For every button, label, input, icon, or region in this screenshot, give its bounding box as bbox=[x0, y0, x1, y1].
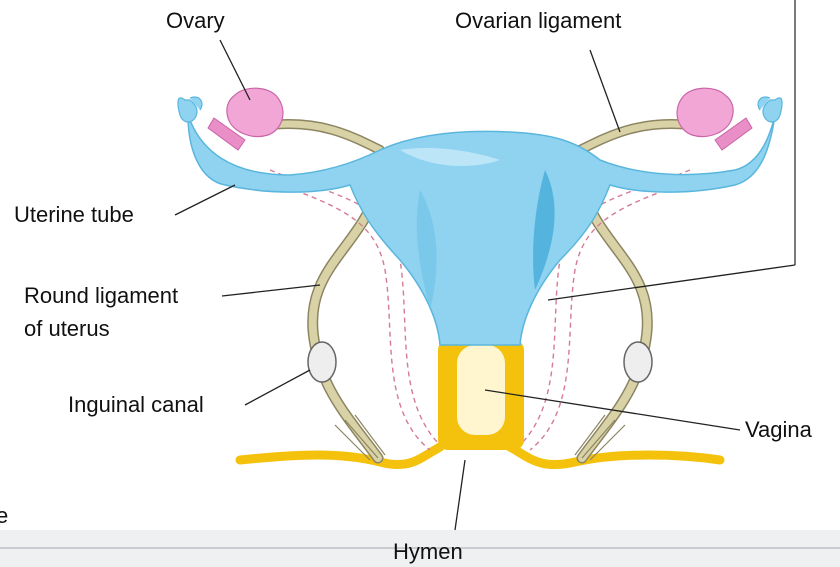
inguinal-canal-right bbox=[624, 342, 652, 382]
label-vagina: Vagina bbox=[745, 417, 813, 442]
fimbriae-right bbox=[758, 97, 782, 122]
ovary-right bbox=[677, 88, 752, 150]
inguinal-canal-left bbox=[308, 342, 336, 382]
label-round-ligament-2: of uterus bbox=[24, 316, 110, 341]
label-uterine-tube: Uterine tube bbox=[14, 202, 134, 227]
label-ovarian-ligament: Ovarian ligament bbox=[455, 8, 621, 33]
vagina-tube bbox=[438, 340, 524, 450]
ovary-left bbox=[208, 88, 283, 150]
fimbriae-left bbox=[178, 97, 202, 122]
label-inguinal-canal: Inguinal canal bbox=[68, 392, 204, 417]
label-ovary: Ovary bbox=[166, 8, 225, 33]
edge-text-fragment: e bbox=[0, 503, 8, 528]
label-round-ligament: Round ligament bbox=[24, 283, 178, 308]
uterus bbox=[188, 115, 775, 345]
label-hymen: Hymen bbox=[393, 539, 463, 564]
